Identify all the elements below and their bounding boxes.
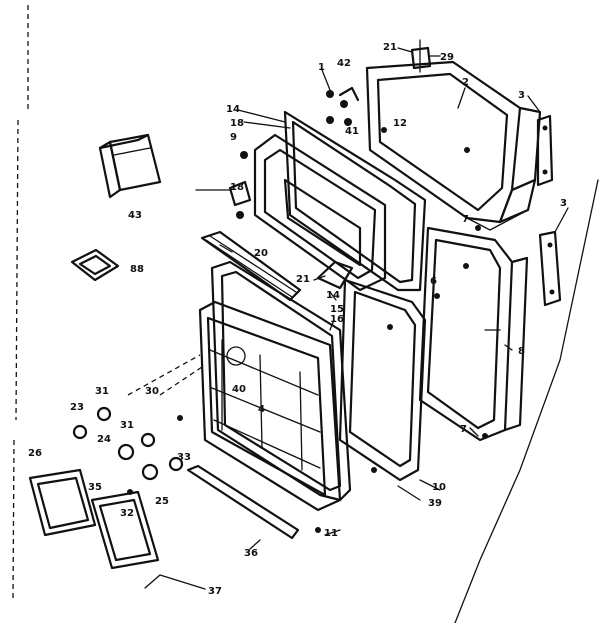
crisper-gasket-35 (90, 490, 160, 570)
callout-21-lower: 21 (296, 274, 310, 285)
callout-32: 32 (120, 508, 134, 519)
hardware-parts (72, 86, 488, 533)
callout-14-lower: 14 (326, 290, 340, 301)
callout-43: 43 (128, 210, 142, 221)
callout-11: 11 (324, 528, 338, 539)
callout-30: 30 (145, 386, 159, 397)
fresh-food-gasket (338, 278, 427, 482)
callout-31-upper: 31 (95, 386, 109, 397)
callout-41: 41 (345, 126, 359, 137)
hinge-pin-29 (410, 39, 432, 73)
callout-12: 12 (393, 118, 407, 129)
callout-labels: 1 42 21 29 2 3 41 12 14 18 9 43 18 7 3 2… (28, 42, 567, 597)
callout-1: 1 (318, 62, 325, 73)
callout-10: 10 (432, 482, 446, 493)
callout-9: 9 (230, 132, 237, 143)
callout-16: 16 (330, 314, 344, 325)
fresh-food-door-liner (198, 300, 342, 512)
callout-18-upper: 18 (230, 118, 244, 129)
callout-15: 15 (330, 304, 344, 315)
butter-bin-43 (98, 133, 162, 199)
crisper-gasket-26 (28, 468, 97, 537)
callout-2: 2 (462, 77, 469, 88)
callout-37: 37 (208, 586, 222, 597)
callout-14-upper: 14 (226, 104, 240, 115)
callout-25: 25 (155, 496, 169, 507)
callout-7-upper: 7 (462, 214, 469, 225)
leader-lines (127, 47, 569, 590)
callout-8: 8 (518, 346, 525, 357)
bracket-21 (316, 260, 354, 290)
freezer-gasket (283, 110, 427, 292)
door-hinge-lower (538, 230, 562, 307)
door-shelf-20 (200, 230, 302, 302)
callout-33: 33 (177, 452, 191, 463)
egg-tray-88 (70, 248, 120, 282)
callout-26: 26 (28, 448, 42, 459)
freezer-door (365, 60, 542, 231)
callout-36: 36 (244, 548, 258, 559)
right-edge-line (454, 179, 599, 623)
door-hinge-upper (536, 114, 554, 187)
callout-23: 23 (70, 402, 84, 413)
callout-29: 29 (440, 52, 454, 63)
callout-88: 88 (130, 264, 144, 275)
callout-42: 42 (337, 58, 351, 69)
left-margin-dashes (12, 5, 29, 601)
callout-4: 4 (258, 404, 265, 415)
callout-6: 6 (430, 276, 437, 287)
callout-3-upper: 3 (518, 90, 525, 101)
callout-40: 40 (232, 384, 246, 395)
callout-39: 39 (428, 498, 442, 509)
callout-18-mid: 18 (230, 182, 244, 193)
callout-31-lower: 31 (120, 420, 134, 431)
trim-strip-36 (186, 464, 300, 540)
callout-21: 21 (383, 42, 397, 53)
callout-35: 35 (88, 482, 102, 493)
callout-7-lower: 7 (460, 424, 467, 435)
fresh-food-door (418, 226, 529, 442)
callout-3-lower: 3 (560, 198, 567, 209)
callout-20: 20 (254, 248, 268, 259)
freezer-door-liner (253, 133, 387, 292)
callout-24: 24 (97, 434, 111, 445)
